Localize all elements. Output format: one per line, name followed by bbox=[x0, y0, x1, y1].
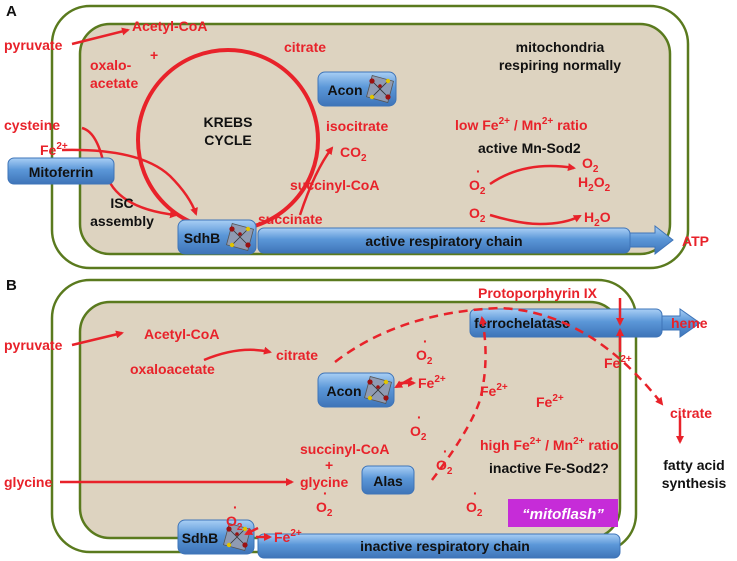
respiratory-chain-a bbox=[257, 227, 631, 254]
fe-label-b3: Fe2+ bbox=[536, 393, 564, 410]
acon-label-b: Acon bbox=[327, 383, 362, 399]
heme-output-arrow bbox=[659, 308, 701, 338]
radical-dot: · bbox=[423, 333, 428, 349]
arrow-to-co2 bbox=[298, 146, 334, 216]
superoxide-label-a: O2 bbox=[469, 177, 486, 197]
radical-dot: · bbox=[443, 443, 448, 459]
fe-label-b1: Fe2+ bbox=[418, 374, 446, 391]
fe-label-b2: Fe2+ bbox=[480, 382, 508, 399]
arrow-superoxide-acon bbox=[394, 376, 413, 389]
fe-s-cluster-icon bbox=[364, 376, 392, 404]
pyruvate-label-b: pyruvate bbox=[4, 337, 63, 353]
atp-label: ATP bbox=[682, 233, 709, 249]
radical-dot: · bbox=[233, 499, 238, 515]
oxaloacetate-label-1: oxalo- bbox=[90, 57, 132, 73]
fe-s-cluster-icon bbox=[366, 75, 394, 103]
panel-b-letter: B bbox=[6, 277, 17, 294]
krebs-label-1: KREBS bbox=[203, 114, 252, 130]
succinyl-coa-label-b: succinyl-CoA bbox=[300, 441, 389, 457]
respiratory-chain-label-b: inactive respiratory chain bbox=[360, 538, 530, 554]
arrow-fe-to-sdhb bbox=[61, 148, 198, 216]
mitoferrin-protein bbox=[7, 157, 115, 185]
sod-label-b: inactive Fe-Sod2? bbox=[489, 460, 609, 476]
glycine-label-b: glycine bbox=[300, 474, 348, 490]
arrow-o2-h2o bbox=[489, 213, 582, 226]
co2-label: CO2 bbox=[340, 144, 367, 164]
panel-a-letter: A bbox=[6, 3, 17, 20]
superoxide-label-b4: O2 bbox=[316, 499, 333, 519]
radical-dot: · bbox=[417, 409, 422, 425]
alas-label: Alas bbox=[373, 473, 403, 489]
sdhb-label-b: SdhB bbox=[182, 530, 219, 546]
sdhb-label-a: SdhB bbox=[184, 230, 221, 246]
protoporphyrin-label: Protoporphyrin IX bbox=[478, 285, 598, 301]
mitochondria-label-2: respiring normally bbox=[499, 57, 621, 73]
radical-dot: · bbox=[476, 163, 481, 179]
arrow-to-citrate-b bbox=[203, 346, 272, 362]
arrow-pyruvate-acetylcoa-b bbox=[71, 330, 124, 347]
o2-product-label: O2 bbox=[582, 155, 599, 175]
fe-s-cluster-icon bbox=[226, 223, 254, 251]
superoxide-label-b1: O2 bbox=[416, 347, 433, 367]
krebs-label-2: CYCLE bbox=[204, 132, 251, 148]
fe-label-a: Fe2+ bbox=[40, 141, 68, 158]
glycine-input-label: glycine bbox=[4, 474, 52, 490]
ratio-label-a: low Fe2+ / Mn2+ ratio bbox=[455, 116, 588, 133]
alas-protein bbox=[361, 465, 415, 495]
superoxide-label-b3: O2 bbox=[436, 457, 453, 477]
citrate-label-b: citrate bbox=[276, 347, 318, 363]
isc-label-1: ISC bbox=[110, 195, 133, 211]
acon-label-a: Acon bbox=[328, 82, 363, 98]
radical-dot: · bbox=[323, 485, 328, 501]
o2-label-a: O2 bbox=[469, 205, 486, 225]
heme-label: heme bbox=[671, 315, 708, 331]
respiratory-chain-b bbox=[257, 533, 621, 559]
acetyl-coa-label-b: Acetyl-CoA bbox=[144, 326, 219, 342]
h2o2-label: H2O2 bbox=[578, 174, 611, 194]
arrow-superoxide-sdhb bbox=[244, 526, 259, 536]
superoxide-label-b2: O2 bbox=[410, 423, 427, 443]
ratio-label-b: high Fe2+ / Mn2+ ratio bbox=[480, 436, 619, 453]
inner-membrane-a bbox=[78, 22, 672, 256]
plus-label-a: + bbox=[150, 47, 158, 63]
h2o-label: H2O bbox=[584, 209, 611, 229]
arrow-pyruvate-acetylcoa bbox=[71, 27, 130, 46]
mitoferrin-label: Mitoferrin bbox=[29, 164, 94, 180]
isc-label-2: assembly bbox=[90, 213, 154, 229]
superoxide-label-b5: O2 bbox=[466, 499, 483, 519]
pyruvate-label-a: pyruvate bbox=[4, 37, 63, 53]
citrate-label-a: citrate bbox=[284, 39, 326, 55]
acetyl-coa-label-a: Acetyl-CoA bbox=[132, 18, 207, 34]
atp-output-arrow bbox=[627, 224, 674, 256]
mitoflash-label: “mitoflash” bbox=[522, 506, 604, 523]
arrow-alas-protoporphyrin bbox=[431, 316, 488, 481]
succinate-label: succinate bbox=[258, 211, 323, 227]
fatty-acid-label-1: fatty acid bbox=[663, 457, 724, 473]
arrow-o2-h2o2 bbox=[489, 163, 576, 186]
plus-label-b: + bbox=[325, 457, 333, 473]
mitoflash-box bbox=[508, 499, 618, 527]
respiratory-chain-label-a: active respiratory chain bbox=[365, 233, 522, 249]
oxaloacetate-label-2: acetate bbox=[90, 75, 138, 91]
fe-label-b5: Fe2+ bbox=[274, 528, 302, 545]
citrate-export-label: citrate bbox=[670, 405, 712, 421]
ferrochelatase-label: ferrochelatase bbox=[474, 315, 570, 331]
cysteine-label: cysteine bbox=[4, 117, 60, 133]
oxaloacetate-label-b: oxaloacetate bbox=[130, 361, 215, 377]
mitochondria-label-1: mitochondria bbox=[516, 39, 605, 55]
radical-dot: · bbox=[473, 485, 478, 501]
superoxide-label-b6: O2 bbox=[226, 513, 243, 533]
arrow-citrate-export bbox=[334, 306, 664, 406]
sod-label-a: active Mn-Sod2 bbox=[478, 140, 581, 156]
isocitrate-label: isocitrate bbox=[326, 118, 388, 134]
fe-label-b4: Fe2+ bbox=[604, 354, 632, 371]
fatty-acid-label-2: synthesis bbox=[662, 475, 727, 491]
succinyl-coa-label-a: succinyl-CoA bbox=[290, 177, 379, 193]
